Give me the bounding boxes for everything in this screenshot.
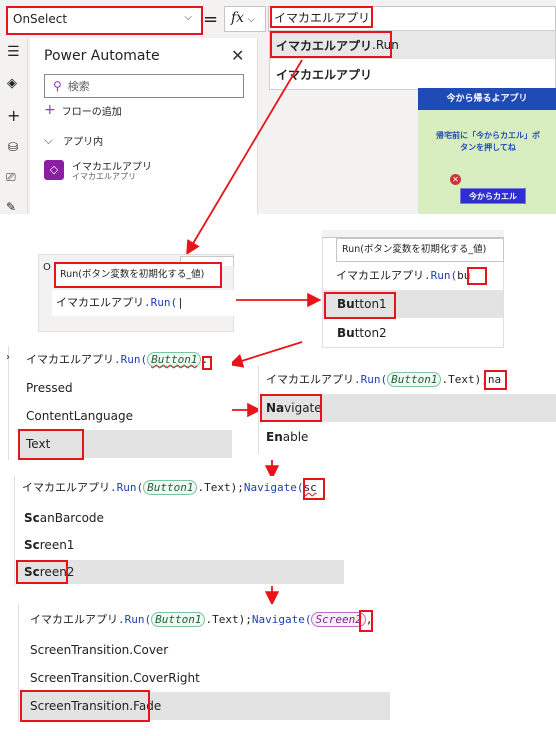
step1-formula[interactable]: イマカエルアプリ.Run(| bbox=[52, 290, 234, 316]
property-dropdown[interactable]: OnSelect ⌵ bbox=[6, 6, 203, 35]
highlight-na bbox=[484, 370, 507, 390]
left-rail bbox=[0, 38, 28, 214]
preview-button[interactable]: 今からカエル bbox=[460, 188, 526, 204]
search-icon: ⚲ bbox=[53, 79, 62, 93]
step3-suggestion-item[interactable]: Pressed bbox=[26, 381, 73, 395]
arrow-3 bbox=[228, 341, 303, 368]
step6-suggestion-item[interactable]: ScreenTransition.CoverRight bbox=[30, 671, 200, 685]
section-header[interactable]: ⌵ アプリ内 bbox=[44, 132, 103, 148]
formula-bar-text: イマカエルアプリ bbox=[274, 11, 371, 25]
close-icon[interactable]: ✕ bbox=[231, 46, 245, 65]
top-suggestion-item[interactable]: イマカエルアプリ bbox=[270, 60, 555, 88]
highlight-formula bbox=[270, 6, 373, 28]
plus-icon[interactable]: + bbox=[7, 106, 21, 125]
step3-suggestion-item[interactable]: ContentLanguage bbox=[26, 409, 133, 423]
step3-formula[interactable]: イマカエルアプリ.Run(Button1. bbox=[26, 352, 209, 367]
property-dropdown-value: OnSelect bbox=[13, 12, 68, 26]
chevron-down-icon: ⌵ bbox=[247, 15, 255, 25]
highlight-screen2 bbox=[16, 560, 68, 584]
chevron-down-icon: ⌵ bbox=[44, 132, 54, 147]
section-label: アプリ内 bbox=[63, 136, 104, 148]
panel-title: Power Automate bbox=[44, 48, 160, 64]
control-token: Button1 bbox=[147, 352, 202, 367]
step4-formula[interactable]: イマカエルアプリ.Run(Button1.Text);na bbox=[266, 372, 502, 387]
flow-icon: ◇ bbox=[44, 160, 64, 180]
highlight-suggestion bbox=[270, 31, 392, 58]
highlight-comma bbox=[359, 610, 373, 632]
database-icon[interactable]: ⛁ bbox=[8, 140, 19, 154]
add-flow-label: フローの追加 bbox=[61, 106, 122, 118]
chevron-down-icon: ⌵ bbox=[184, 12, 192, 23]
step3-suggestion-item[interactable]: Text bbox=[18, 430, 232, 458]
flow-item[interactable]: ◇ イマカエルアプリ イマカエルアプリ bbox=[44, 158, 244, 186]
search-placeholder: 検索 bbox=[67, 80, 90, 93]
power-automate-panel bbox=[30, 38, 258, 214]
highlight-button1 bbox=[324, 292, 396, 319]
match-text: イマカエルアプリ bbox=[276, 67, 373, 82]
step5-formula[interactable]: イマカエルアプリ.Run(Button1.Text);Navigate(sc bbox=[22, 480, 317, 495]
tools-icon[interactable]: ✎ bbox=[6, 200, 17, 214]
flow-name: イマカエルアプリ bbox=[72, 162, 152, 173]
flow-subtitle: イマカエルアプリ bbox=[72, 172, 136, 181]
step2-tooltip: Run(ボタン変数を初期化する_値) bbox=[336, 238, 504, 262]
plus-icon: + bbox=[44, 102, 56, 118]
step2-formula[interactable]: イマカエルアプリ.Run(bu bbox=[336, 269, 471, 282]
media-icon[interactable]: ⎚ bbox=[6, 170, 16, 184]
hamburger-icon[interactable]: ☰ bbox=[7, 44, 20, 60]
chevron-icon: › bbox=[6, 352, 10, 363]
step6-suggestion-item[interactable]: ScreenTransition.Fade bbox=[20, 692, 390, 720]
equals-sign: = bbox=[203, 9, 219, 30]
add-flow-button[interactable]: + フローの追加 bbox=[44, 102, 122, 118]
highlight-sc bbox=[303, 478, 325, 500]
top-suggestion-item[interactable]: イマカエルアプリ.Run bbox=[270, 31, 555, 59]
suggestion-rest: .Run bbox=[372, 38, 399, 52]
highlight-fade bbox=[20, 690, 150, 722]
preview-message: 帰宅前に「今からカエル」ボタンを押してね bbox=[436, 131, 540, 152]
arrow-1 bbox=[186, 59, 303, 256]
step1-tab: O bbox=[43, 262, 51, 273]
match-text: イマカエルアプリ bbox=[276, 38, 373, 53]
step6-suggestion-item[interactable]: ScreenTransition.Cover bbox=[30, 643, 169, 657]
fx-icon: fx bbox=[231, 10, 245, 26]
step6-formula[interactable]: イマカエルアプリ.Run(Button1.Text);Navigate(Scre… bbox=[30, 612, 373, 627]
fx-button[interactable]: fx ⌵ bbox=[224, 6, 266, 32]
highlight-text bbox=[18, 429, 84, 460]
error-icon: ✕ bbox=[450, 174, 461, 185]
step1-tab-right bbox=[180, 256, 234, 266]
highlight-typed bbox=[467, 267, 487, 285]
highlight-dot bbox=[202, 356, 212, 370]
search-box[interactable]: ⚲ 検索 bbox=[44, 74, 244, 98]
text-cursor: | bbox=[177, 296, 184, 309]
layers-icon[interactable]: ◈ bbox=[7, 76, 17, 91]
preview-banner: 今から帰るよアプリ bbox=[418, 88, 556, 110]
highlight-navigate bbox=[260, 394, 322, 422]
step1-tooltip: Run(ボタン変数を初期化する_値) bbox=[54, 262, 222, 288]
step2-tab bbox=[322, 230, 504, 238]
